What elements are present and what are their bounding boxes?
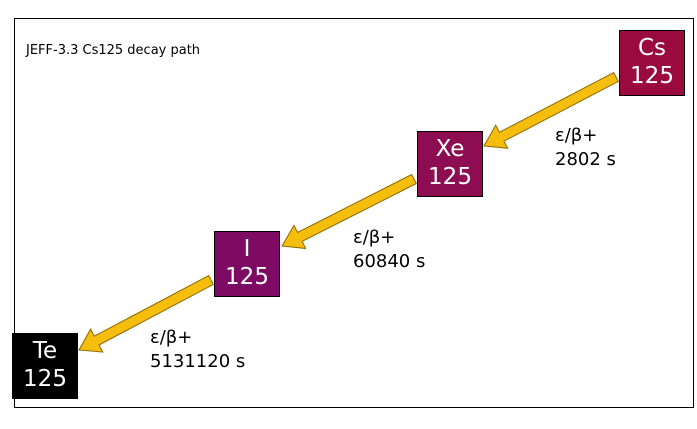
nuclide-mass: 125	[630, 63, 674, 89]
decay-mode: ε/β+	[150, 327, 193, 348]
decay-arrow-i-te	[78, 274, 214, 353]
nuclide-box-cs: Cs 125	[619, 30, 685, 96]
nuclide-box-te: Te 125	[12, 333, 78, 399]
half-life: 2802 s	[555, 149, 616, 170]
decay-label-xe-i: ε/β+ 60840 s	[353, 226, 425, 274]
nuclide-mass: 125	[225, 264, 269, 290]
decay-mode: ε/β+	[353, 227, 396, 248]
diagram-frame	[14, 18, 694, 408]
nuclide-symbol: Cs	[637, 35, 667, 61]
decay-mode: ε/β+	[555, 125, 598, 146]
diagram-title: JEFF-3.3 Cs125 decay path	[26, 43, 201, 58]
nuclide-box-i: I 125	[214, 231, 280, 297]
nuclide-box-xe: Xe 125	[417, 131, 483, 197]
nuclide-symbol: Xe	[435, 136, 465, 162]
half-life: 60840 s	[353, 251, 426, 272]
decay-arrow-xe-i	[281, 173, 417, 250]
half-life: 5131120 s	[150, 351, 246, 372]
decay-label-i-te: ε/β+ 5131120 s	[150, 326, 245, 374]
nuclide-symbol: Te	[32, 338, 58, 364]
decay-arrow-cs-xe	[483, 71, 619, 149]
decay-label-cs-xe: ε/β+ 2802 s	[555, 124, 616, 172]
nuclide-symbol: I	[243, 236, 251, 262]
nuclide-mass: 125	[428, 164, 472, 190]
nuclide-mass: 125	[23, 366, 67, 392]
